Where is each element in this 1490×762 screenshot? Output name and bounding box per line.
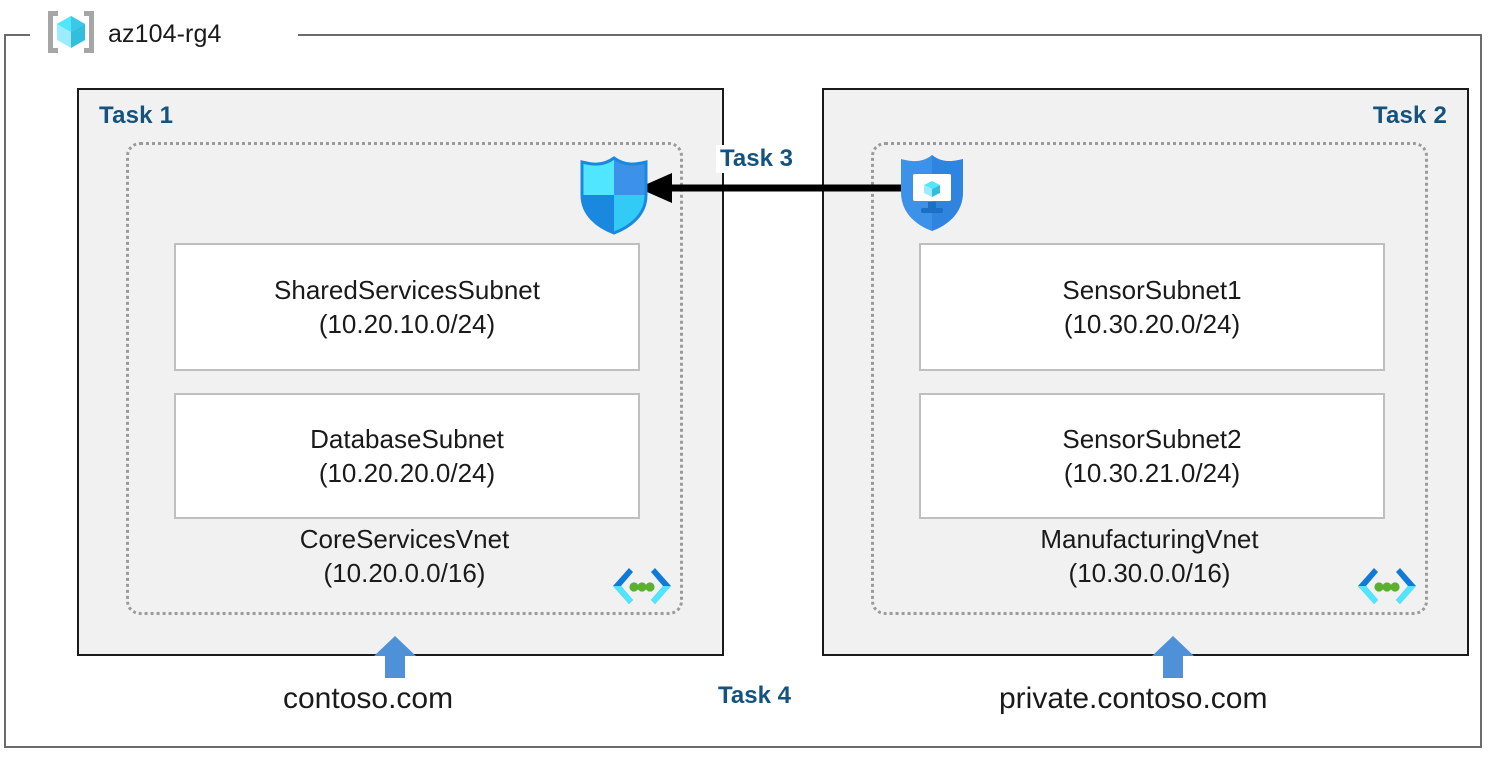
virtual-network-icon bbox=[610, 564, 674, 608]
subnet-cidr: (10.30.21.0/24) bbox=[1063, 458, 1241, 488]
task-2-label: Task 2 bbox=[1372, 102, 1447, 129]
subnet-sensor-1: SensorSubnet1 (10.30.20.0/24) bbox=[919, 243, 1385, 371]
task-3-label: Task 3 bbox=[716, 145, 797, 173]
subnet-cidr: (10.20.20.0/24) bbox=[318, 458, 496, 488]
resource-group-header: az104-rg4 bbox=[44, 8, 221, 60]
vnet-name: ManufacturingVnet bbox=[1040, 524, 1259, 554]
azure-resource-group-cube-icon bbox=[44, 7, 98, 62]
task-1-label: Task 1 bbox=[99, 102, 174, 129]
vnet-manufacturing: SensorSubnet1 (10.30.20.0/24) SensorSubn… bbox=[871, 142, 1428, 615]
task-4-label: Task 4 bbox=[718, 682, 791, 709]
resource-group-frame bbox=[4, 34, 1482, 748]
network-security-group-shield-icon bbox=[578, 155, 650, 235]
up-arrow-icon bbox=[372, 634, 418, 680]
subnet-cidr: (10.30.20.0/24) bbox=[1063, 309, 1241, 339]
vm-shield-icon bbox=[897, 152, 967, 234]
resource-group-name: az104-rg4 bbox=[108, 19, 222, 48]
dns-zone-contoso: contoso.com bbox=[283, 682, 454, 715]
subnet-name: SensorSubnet2 bbox=[1062, 424, 1242, 454]
left-arrow-icon bbox=[636, 170, 920, 206]
subnet-sensor-2: SensorSubnet2 (10.30.21.0/24) bbox=[919, 393, 1385, 519]
vnet-name: CoreServicesVnet bbox=[299, 524, 510, 554]
vnet-label-manufacturing: ManufacturingVnet (10.30.0.0/16) bbox=[874, 522, 1425, 590]
subnet-name: SharedServicesSubnet bbox=[274, 275, 540, 305]
subnet-cidr: (10.20.10.0/24) bbox=[318, 309, 496, 339]
vnet-cidr: (10.30.0.0/16) bbox=[1068, 558, 1231, 588]
virtual-network-icon bbox=[1355, 564, 1419, 608]
subnet-name: SensorSubnet1 bbox=[1062, 275, 1242, 305]
dns-zone-private-contoso: private.contoso.com bbox=[999, 682, 1268, 715]
vnet-label-core-services: CoreServicesVnet (10.20.0.0/16) bbox=[129, 522, 680, 590]
subnet-database: DatabaseSubnet (10.20.20.0/24) bbox=[174, 393, 640, 519]
vnet-cidr: (10.20.0.0/16) bbox=[323, 558, 486, 588]
task-panel-left: Task 1 SharedServicesSubnet (10.20.10.0/… bbox=[77, 88, 724, 656]
subnet-shared-services: SharedServicesSubnet (10.20.10.0/24) bbox=[174, 243, 640, 371]
up-arrow-icon bbox=[1150, 634, 1196, 680]
vnet-core-services: SharedServicesSubnet (10.20.10.0/24) Dat… bbox=[126, 142, 683, 615]
subnet-name: DatabaseSubnet bbox=[310, 424, 504, 454]
